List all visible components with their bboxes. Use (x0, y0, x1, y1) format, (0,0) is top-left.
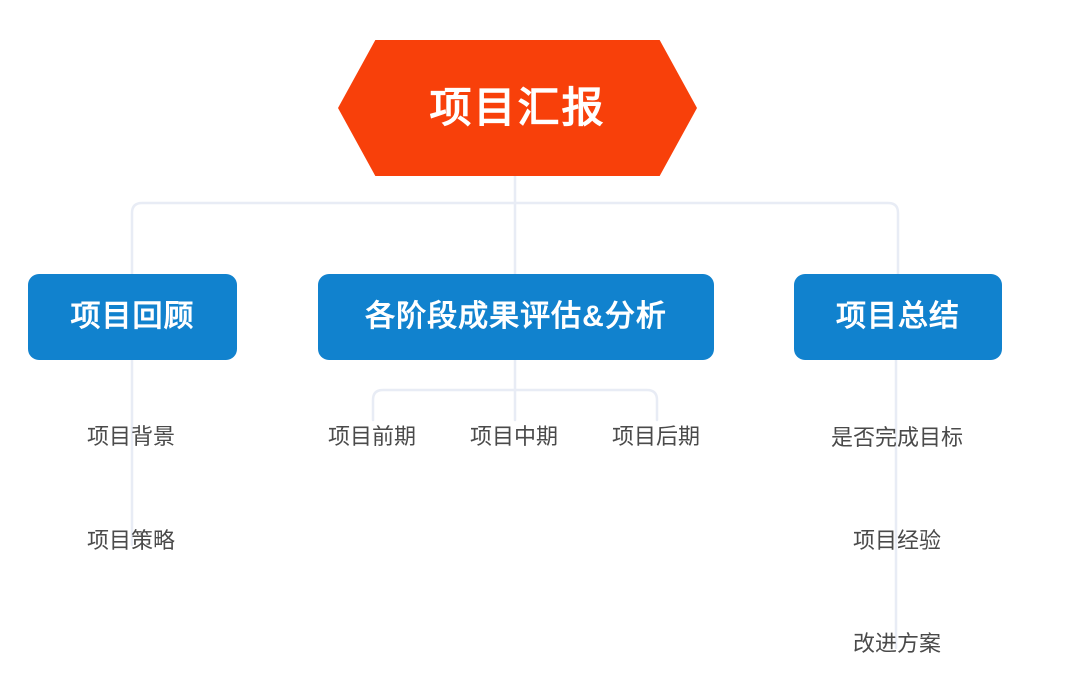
leaf-label-project-late-stage: 项目后期 (611, 424, 701, 449)
leaf-label-project-background: 项目背景 (86, 424, 176, 449)
leaf-label-project-mid-stage: 项目中期 (469, 424, 559, 449)
branch-node-label: 项目回顾 (70, 300, 195, 333)
branch-node-project-summary[interactable]: 项目总结 (794, 274, 1002, 360)
branch-node-project-review[interactable]: 项目回顾 (28, 274, 237, 360)
leaf-label-project-strategy: 项目策略 (86, 528, 176, 553)
leaf-label-project-experience: 项目经验 (852, 528, 942, 553)
branch-node-stage-evaluation[interactable]: 各阶段成果评估&分析 (318, 274, 714, 360)
branch-node-label: 项目总结 (836, 300, 960, 333)
root-node-label: 项目汇报 (429, 84, 606, 131)
leaf-label-improvement-plan: 改进方案 (852, 631, 942, 656)
leaf-label-goal-completion: 是否完成目标 (830, 425, 964, 450)
branch-node-label: 各阶段成果评估&分析 (365, 300, 667, 333)
root-node-project-report[interactable]: 项目汇报 (338, 40, 697, 176)
leaf-label-project-early-stage: 项目前期 (327, 424, 417, 449)
